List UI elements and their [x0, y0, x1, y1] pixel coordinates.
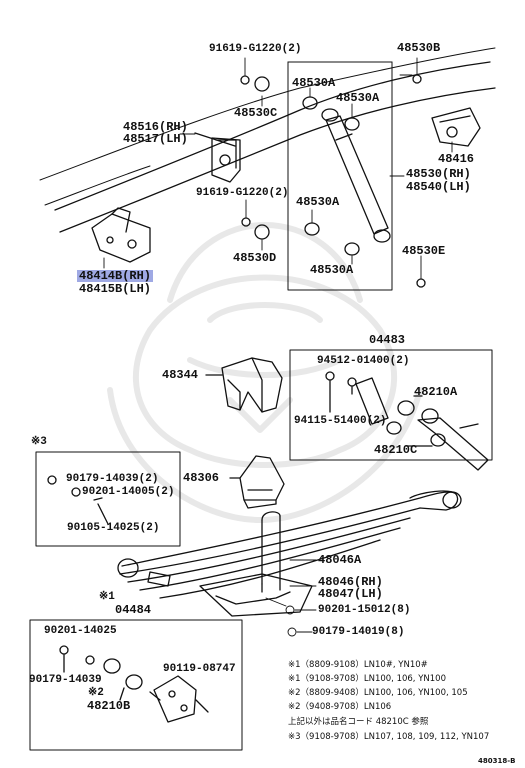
label-48530a-3: 48530A: [296, 195, 340, 209]
label-48047: 48047(LH): [318, 587, 383, 601]
label-48344: 48344: [162, 368, 199, 382]
spring-seat-plate: [199, 573, 313, 617]
label-48530a-2: 48530A: [336, 91, 380, 105]
label-90179-a: 90179-14039(2): [66, 473, 159, 485]
label-94115: 94115-51400(2): [294, 415, 387, 427]
note-1: ※1（8809-9108）LN10#, YN10#: [288, 660, 428, 670]
note-6: ※3（9108-9708）LN107, 108, 109, 112, YN107: [288, 732, 490, 742]
samurai-helmet-watermark: [107, 222, 423, 523]
label-48046a: 48046A: [318, 553, 362, 567]
label-48210b: 48210B: [87, 699, 131, 713]
label-48416: 48416: [438, 152, 475, 166]
label-48530a-1: 48530A: [292, 76, 336, 90]
label-04484: 04484: [115, 603, 152, 617]
label-90179-c: 90179-14039: [29, 674, 102, 686]
spring-hanger-bracket: [194, 132, 241, 183]
shackle-kit-04484: [59, 645, 209, 723]
frame-rail: [39, 47, 496, 233]
shock-upper-bracket: [431, 107, 481, 147]
label-90201-c: 90201-14025: [44, 625, 117, 637]
leader-lines-top: [103, 57, 453, 280]
note-4: ※2（9408-9708）LN106: [288, 702, 392, 712]
label-star3: ※3: [31, 436, 47, 448]
label-48306: 48306: [183, 471, 220, 485]
shackle-kit-04483: [325, 371, 489, 471]
note-2: ※1（9108-9708）LN100, 106, YN100: [288, 674, 446, 684]
label-48516: 48516(RH): [123, 120, 188, 134]
note-3: ※2（8809-9408）LN100, 106, YN100, 105: [288, 688, 468, 698]
label-48540lh: 48540(LH): [406, 180, 471, 194]
kit-box-star3: [35, 451, 181, 547]
bump-stopper-48306: [229, 455, 285, 509]
label-48530e: 48530E: [402, 244, 446, 258]
note-5: 上記以外は品名コード 48210C 参照: [288, 717, 429, 727]
label-94512: 94512-01400(2): [317, 355, 410, 367]
label-04483: 04483: [369, 333, 406, 347]
label-90201-b: 90201-15012(8): [318, 604, 411, 616]
shackle-bracket: [91, 207, 151, 263]
label-star1: ※1: [99, 591, 115, 603]
diagram-code: 480318-B: [478, 757, 516, 765]
label-48414b-highlighted[interactable]: 48414B(RH): [77, 269, 154, 283]
u-bolt: [261, 511, 281, 593]
kit-box-04483: [289, 349, 493, 461]
label-48210c: 48210C: [374, 443, 418, 457]
label-48517: 48517(LH): [123, 132, 188, 146]
label-star2: ※2: [88, 687, 104, 699]
label-48530c: 48530C: [234, 106, 278, 120]
shock-absorber: [321, 108, 391, 243]
leaf-spring: [117, 490, 462, 599]
label-91619-mid: 91619-G1220(2): [196, 187, 289, 199]
label-48530a-4: 48530A: [310, 263, 354, 277]
label-48415b: 48415B(LH): [79, 282, 152, 296]
label-90179-b: 90179-14019(8): [312, 626, 405, 638]
label-48530rh: 48530(RH): [406, 167, 471, 181]
bolt-set-star3: [47, 475, 109, 525]
label-90105: 90105-14025(2): [67, 522, 160, 534]
kit-box-04484: [29, 619, 243, 751]
label-48046: 48046(RH): [318, 575, 383, 589]
label-91619-top: 91619-G1220(2): [209, 43, 302, 55]
leader-lines-spring: [265, 559, 317, 637]
label-48530b: 48530B: [397, 41, 441, 55]
dashed-box-lower: [287, 211, 393, 291]
label-90201-a: 90201-14005(2): [82, 486, 175, 498]
spring-bracket-48344: [205, 357, 283, 413]
label-90119: 90119-08747: [163, 663, 236, 675]
label-48210a: 48210A: [414, 385, 458, 399]
label-48530d: 48530D: [233, 251, 277, 265]
